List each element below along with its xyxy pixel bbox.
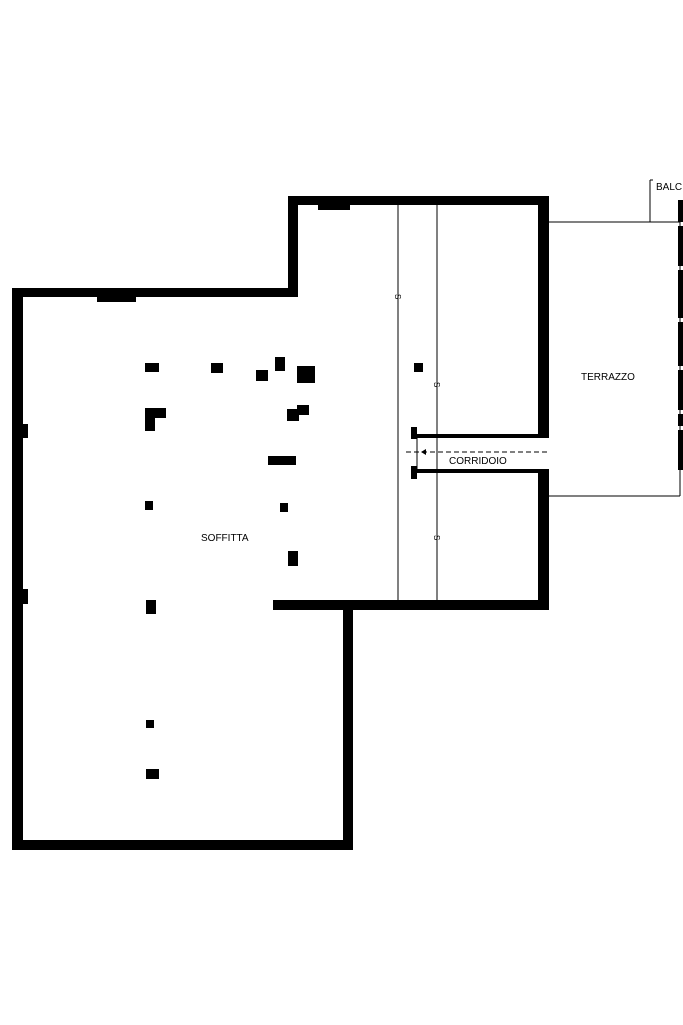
wall-notch-2 — [22, 589, 28, 604]
slope-mark: S — [432, 535, 441, 540]
pillar — [146, 720, 154, 728]
corridoio — [406, 427, 549, 479]
pillar — [145, 501, 153, 510]
room-label-terrazzo: TERRAZZO — [581, 372, 635, 383]
pillar — [146, 769, 159, 779]
wall-soffitta-bottom — [12, 840, 353, 850]
pillar — [145, 408, 155, 431]
railing-segment — [678, 370, 683, 410]
window-top-left — [97, 296, 136, 302]
wall-soffitta-right-lower — [343, 600, 353, 850]
slope-mark: S — [432, 382, 441, 387]
outer-walls — [12, 196, 549, 850]
pillar — [288, 551, 298, 566]
pillar — [211, 363, 223, 373]
wall-soffitta-top — [12, 288, 298, 297]
wall-upper-top — [288, 196, 549, 205]
pillar — [145, 363, 159, 372]
pillar — [297, 405, 309, 415]
corridoio-post-top — [411, 427, 417, 439]
wall-upper-left — [288, 196, 298, 297]
pillar — [145, 408, 166, 418]
pillar — [280, 503, 288, 512]
pillar — [414, 363, 423, 372]
terrazzo — [549, 179, 681, 497]
pillar — [275, 357, 285, 371]
slope-lines — [397, 205, 438, 600]
wall-notch-1 — [22, 424, 28, 438]
pillar — [268, 456, 296, 465]
wall-right-lower — [538, 470, 549, 610]
corridoio-post-bottom — [411, 466, 417, 479]
room-label-balcone: BALC — [656, 182, 682, 193]
railing-segment — [678, 430, 683, 470]
slope-mark: S — [393, 294, 402, 299]
room-label-corridoio: CORRIDOIO — [449, 456, 507, 467]
wall-step-horizontal — [273, 600, 549, 610]
wall-right-upper — [538, 196, 549, 436]
pillar — [146, 600, 156, 614]
railing-segment — [678, 322, 683, 366]
window-top-upper — [318, 204, 350, 210]
railing-segment — [678, 200, 683, 222]
wall-soffitta-left — [12, 288, 23, 850]
terrazzo-railing — [678, 200, 683, 470]
arrow-icon — [421, 449, 426, 455]
pillar — [297, 366, 315, 383]
railing-segment — [678, 414, 683, 426]
pillar — [287, 409, 299, 421]
railing-segment — [678, 270, 683, 318]
pillars — [145, 357, 423, 779]
room-label-soffitta: SOFFITTA — [201, 533, 249, 544]
wall-features — [22, 204, 350, 604]
corridoio-top-wall — [411, 434, 549, 438]
pillar — [256, 370, 268, 381]
corridoio-bottom-wall — [411, 469, 549, 473]
railing-segment — [678, 226, 683, 266]
